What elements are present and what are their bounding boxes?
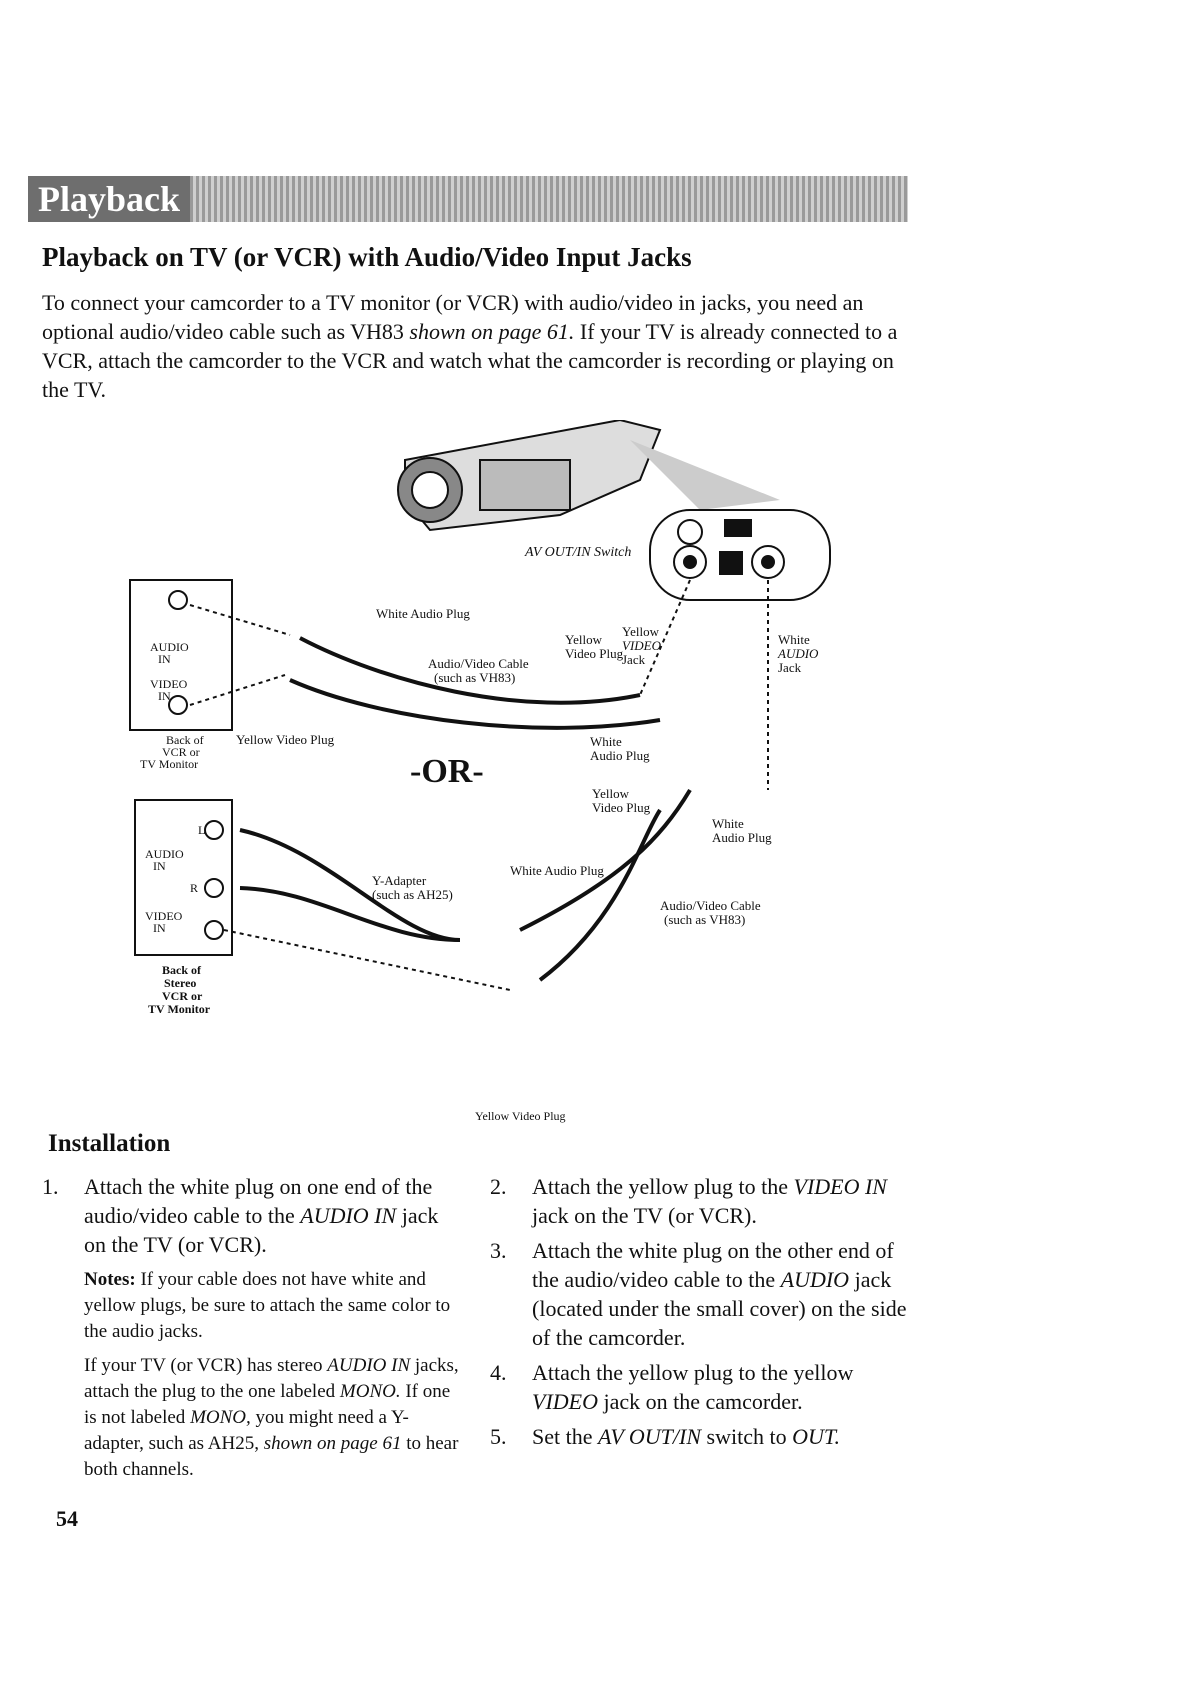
step-5: 5. Set the AV OUT/IN switch to OUT.: [490, 1422, 910, 1451]
y-adapter-label: Y-Adapter (such as AH25): [372, 873, 453, 902]
installation-heading: Installation: [48, 1130, 171, 1157]
step-2: 2. Attach the yellow plug to the VIDEO I…: [490, 1172, 910, 1230]
intro-page-ref: shown on page 61.: [409, 319, 575, 344]
intro-paragraph: To connect your camcorder to a TV monito…: [42, 288, 902, 404]
step-3: 3. Attach the white plug on the other en…: [490, 1236, 910, 1352]
step-text-end: jack on the camcorder.: [597, 1389, 803, 1414]
white-audio-jack-label: White AUDIO Jack: [777, 632, 822, 675]
note-text: If your TV (or VCR) has stereo: [84, 1355, 328, 1376]
step-text: Attach the yellow plug to the yellow: [532, 1360, 854, 1385]
note-2: If your TV (or VCR) has stereo AUDIO IN …: [42, 1353, 462, 1483]
note-1: If your cable does not have white and ye…: [84, 1269, 451, 1342]
note-emphasis: MONO.: [339, 1381, 401, 1402]
page-number: 54: [56, 1506, 78, 1531]
notes-block: Notes: If your cable does not have white…: [42, 1267, 462, 1345]
step-number: 1.: [42, 1174, 59, 1199]
yellow-video-plug-mid-label: Yellow Video Plug: [565, 632, 624, 661]
yellow-video-jack-label: Yellow VIDEO Jack: [622, 624, 664, 667]
step-emphasis: VIDEO: [532, 1389, 598, 1414]
step-emphasis: AV OUT/IN: [598, 1424, 702, 1449]
white-audio-plug-far-label: White Audio Plug: [712, 816, 772, 845]
av-switch-label: AV OUT/IN Switch: [524, 545, 631, 560]
step-1: 1. Attach the white plug on one end of t…: [42, 1172, 462, 1259]
white-audio-plug-right-label: White Audio Plug: [590, 734, 650, 763]
step-text-end: jack (located under the small cover) on …: [532, 1267, 907, 1350]
stereo-tv-back-panel: [134, 799, 233, 956]
yellow-video-plug-bottom-label: Yellow Video Plug: [475, 1109, 566, 1123]
note-page-ref: shown on page 61: [263, 1433, 402, 1454]
step-text: Attach the white plug on one end of the …: [84, 1174, 433, 1228]
intro-text-1: To connect your camcorder to a TV monito…: [42, 290, 864, 344]
note-text: you might need a Y-adapter, such as AH25…: [84, 1407, 409, 1454]
tv-back-panel: [129, 579, 233, 731]
tv-video-in-label: VIDEO IN: [150, 677, 190, 703]
stereo-l-label: L: [198, 823, 205, 837]
step-number: 4.: [490, 1360, 507, 1385]
step-number: 2.: [490, 1174, 507, 1199]
note-emphasis: AUDIO IN: [327, 1355, 411, 1376]
step-number: 5.: [490, 1424, 507, 1449]
note-text: jacks, attach the plug to the one labele…: [84, 1355, 459, 1402]
white-audio-plug-bottom-label: White Audio Plug: [510, 863, 604, 878]
stereo-r-label: R: [190, 881, 198, 895]
y-adapter-cable: [239, 788, 692, 982]
yellow-video-plug-top-label: Yellow Video Plug: [236, 732, 335, 747]
step-emphasis: AUDIO: [780, 1267, 850, 1292]
installation-left-column: 1. Attach the white plug on one end of t…: [42, 1172, 462, 1483]
page-title: Playback on TV (or VCR) with Audio/Video…: [42, 242, 692, 272]
step-number: 3.: [490, 1238, 507, 1263]
jack-cover-beam: [630, 440, 780, 510]
step-text-end: jack on the TV (or VCR).: [532, 1203, 757, 1228]
intro-text-2: If your TV is already connected to a VCR…: [42, 319, 898, 402]
stereo-back-caption: Back of Stereo VCR or TV Monitor: [148, 963, 211, 1016]
installation-right-column: 2. Attach the yellow plug to the VIDEO I…: [490, 1172, 910, 1457]
av-cable-bottom-label: Audio/Video Cable (such as VH83): [660, 898, 764, 927]
step-text: Set the: [532, 1424, 598, 1449]
step-text: Attach the yellow plug to the: [532, 1174, 794, 1199]
step-text: Attach the white plug on the other end o…: [532, 1238, 894, 1292]
note-text: If one is not labeled: [84, 1381, 451, 1428]
step-4: 4. Attach the yellow plug to the yellow …: [490, 1358, 910, 1416]
section-header-label: Playback: [28, 176, 191, 222]
stereo-video-in-label: VIDEO IN: [145, 909, 185, 935]
tv-audio-in-label: AUDIO IN: [150, 640, 192, 666]
step-emphasis: AUDIO IN: [300, 1203, 397, 1228]
connection-diagram: AV OUT/IN Switch Yellow VIDEO Jack White…: [129, 420, 831, 1123]
step-text-end: jack on the TV (or VCR).: [84, 1203, 439, 1257]
note-text: to hear both channels.: [84, 1433, 459, 1480]
stereo-audio-in-label: AUDIO IN: [145, 847, 187, 873]
step-emphasis: OUT.: [792, 1424, 840, 1449]
white-audio-plug-top-label: White Audio Plug: [376, 606, 470, 621]
camcorder-jack-panel: [649, 509, 831, 601]
notes-label: Notes:: [84, 1269, 136, 1290]
av-cable-top-label: Audio/Video Cable (such as VH83): [428, 656, 532, 685]
tv-back-caption: Back of VCR or TV Monitor: [140, 733, 207, 771]
section-header-bar: Playback: [28, 176, 908, 222]
note-emphasis: MONO,: [190, 1407, 251, 1428]
camcorder-illustration: [397, 420, 662, 532]
yellow-video-plug-right-label: Yellow Video Plug: [592, 786, 651, 815]
top-av-cable: [289, 636, 661, 730]
or-separator: -OR-: [410, 753, 484, 790]
step-emphasis: VIDEO IN: [793, 1174, 887, 1199]
step-text: switch to: [701, 1424, 793, 1449]
